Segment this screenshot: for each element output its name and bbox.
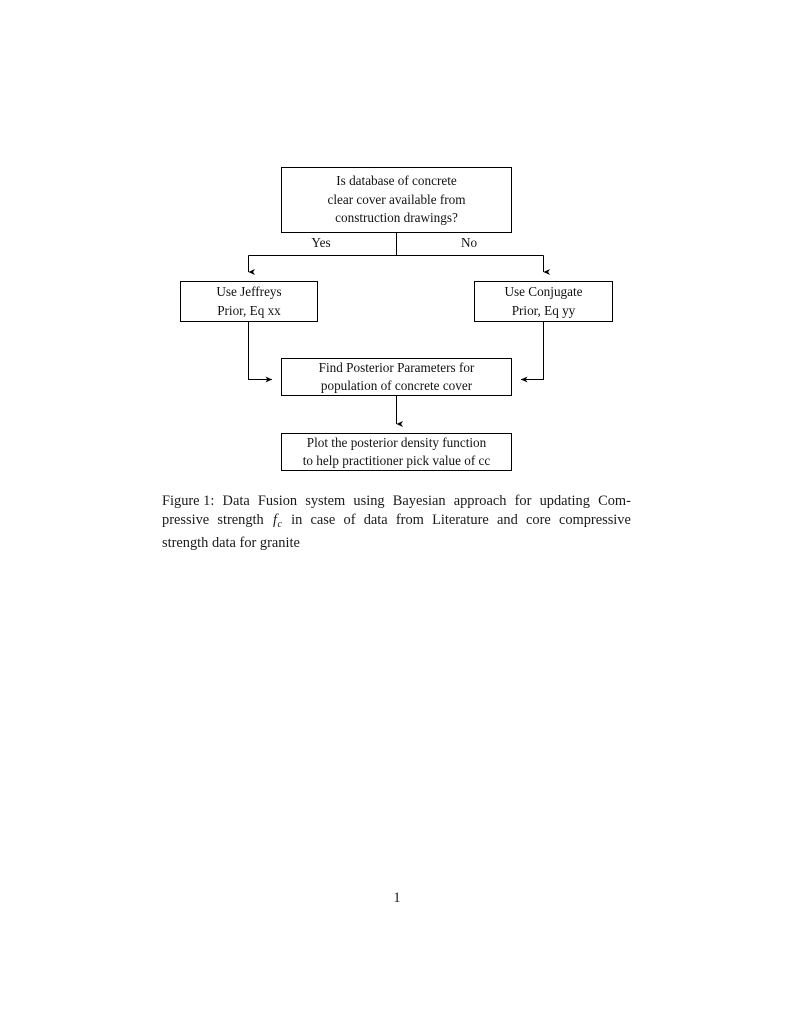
caption-word: case — [310, 512, 336, 529]
page-number: 1 — [393, 890, 401, 906]
math-subscript: c — [277, 518, 282, 530]
caption-word: updating — [539, 493, 590, 509]
math-base: f — [272, 512, 277, 529]
caption-word: and — [497, 512, 518, 529]
node-line: clear cover available from — [327, 191, 466, 207]
edge-jeffreys-to-posterior — [248, 322, 273, 383]
caption-word: core — [525, 512, 551, 529]
edge-label-yes: Yes — [311, 235, 331, 250]
node-line: Use Jeffreys — [216, 284, 282, 299]
caption-math-fc: fc — [272, 511, 283, 534]
node-line: Is database of concrete — [336, 173, 457, 189]
caption-word: Com- — [598, 493, 631, 509]
edge-conjugate-to-posterior — [520, 322, 544, 383]
caption-word: from — [395, 512, 424, 529]
decision-database-available[interactable]: Is database of concrete clear cover avai… — [281, 167, 512, 233]
node-line: Plot the posterior density function — [306, 434, 487, 450]
node-line: Find Posterior Parameters for — [318, 359, 475, 375]
use-jeffreys-prior[interactable]: Use Jeffreys Prior, Eq xx — [180, 281, 318, 322]
caption-word: Fusion — [257, 493, 298, 509]
use-conjugate-prior[interactable]: Use Conjugate Prior, Eq yy — [474, 281, 613, 322]
edge-label-no: No — [460, 235, 478, 250]
caption-word: compressive — [558, 512, 631, 529]
node-line: construction drawings? — [335, 210, 458, 226]
figure-flowchart: Is database of concrete clear cover avai… — [0, 0, 794, 490]
node-line: to help practitioner pick value of cc — [302, 453, 491, 468]
node-line: Prior, Eq xx — [217, 302, 281, 318]
caption-word: in — [291, 512, 303, 529]
caption-word: data — [363, 512, 388, 529]
caption-word: strength — [217, 512, 264, 529]
caption-word: system — [305, 493, 346, 509]
caption-word: approach — [453, 493, 507, 509]
find-posterior-parameters[interactable]: Find Posterior Parameters for population… — [281, 358, 512, 396]
caption-word: pressive — [162, 512, 210, 529]
caption-word: for — [514, 493, 532, 509]
plot-posterior-density[interactable]: Plot the posterior density function to h… — [281, 433, 512, 471]
caption-line-3: strength data for granite — [162, 535, 300, 552]
node-line: population of concrete cover — [320, 378, 473, 393]
figure-caption: Figure 1: Data Fusion system using Bayes… — [162, 492, 631, 553]
caption-word: of — [343, 512, 356, 529]
caption-word: Data — [222, 493, 250, 509]
caption-word: Literature — [432, 512, 489, 529]
caption-line-2: pressive strength fc in case of data fro… — [162, 511, 631, 534]
caption-word: Figure 1: — [162, 493, 215, 509]
caption-word: using — [353, 493, 385, 509]
caption-line-1: Figure 1: Data Fusion system using Bayes… — [162, 492, 631, 511]
node-line: Prior, Eq yy — [511, 302, 576, 318]
flowchart-connectors — [248, 233, 551, 428]
caption-word: Bayesian — [392, 493, 446, 509]
node-line: Use Conjugate — [504, 284, 583, 299]
